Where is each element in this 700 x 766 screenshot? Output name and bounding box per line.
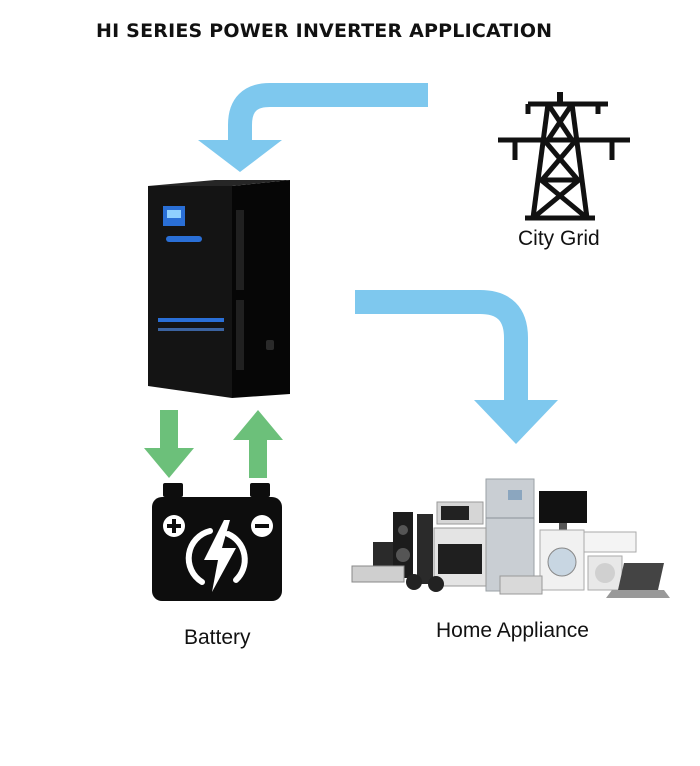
battery-icon: [152, 483, 282, 601]
inverter-to-appliance-arrow: [355, 290, 558, 444]
lightning-bolt-icon: [185, 520, 248, 592]
grid-to-inverter-arrow: [198, 83, 428, 172]
battery-label: Battery: [184, 626, 251, 649]
city-grid-label: City Grid: [518, 227, 600, 250]
plus-icon: [163, 515, 185, 537]
transmission-tower-icon: [498, 92, 630, 221]
inverter-to-battery-arrow: [144, 410, 194, 478]
home-appliance-label: Home Appliance: [436, 619, 589, 642]
inverter-logo: [166, 236, 202, 242]
battery-to-inverter-arrow: [233, 410, 283, 478]
home-appliances-illustration: [351, 478, 670, 598]
minus-icon: [251, 515, 273, 537]
inverter-unit: [148, 180, 290, 398]
diagram-title: HI SERIES POWER INVERTER APPLICATION: [96, 20, 553, 42]
